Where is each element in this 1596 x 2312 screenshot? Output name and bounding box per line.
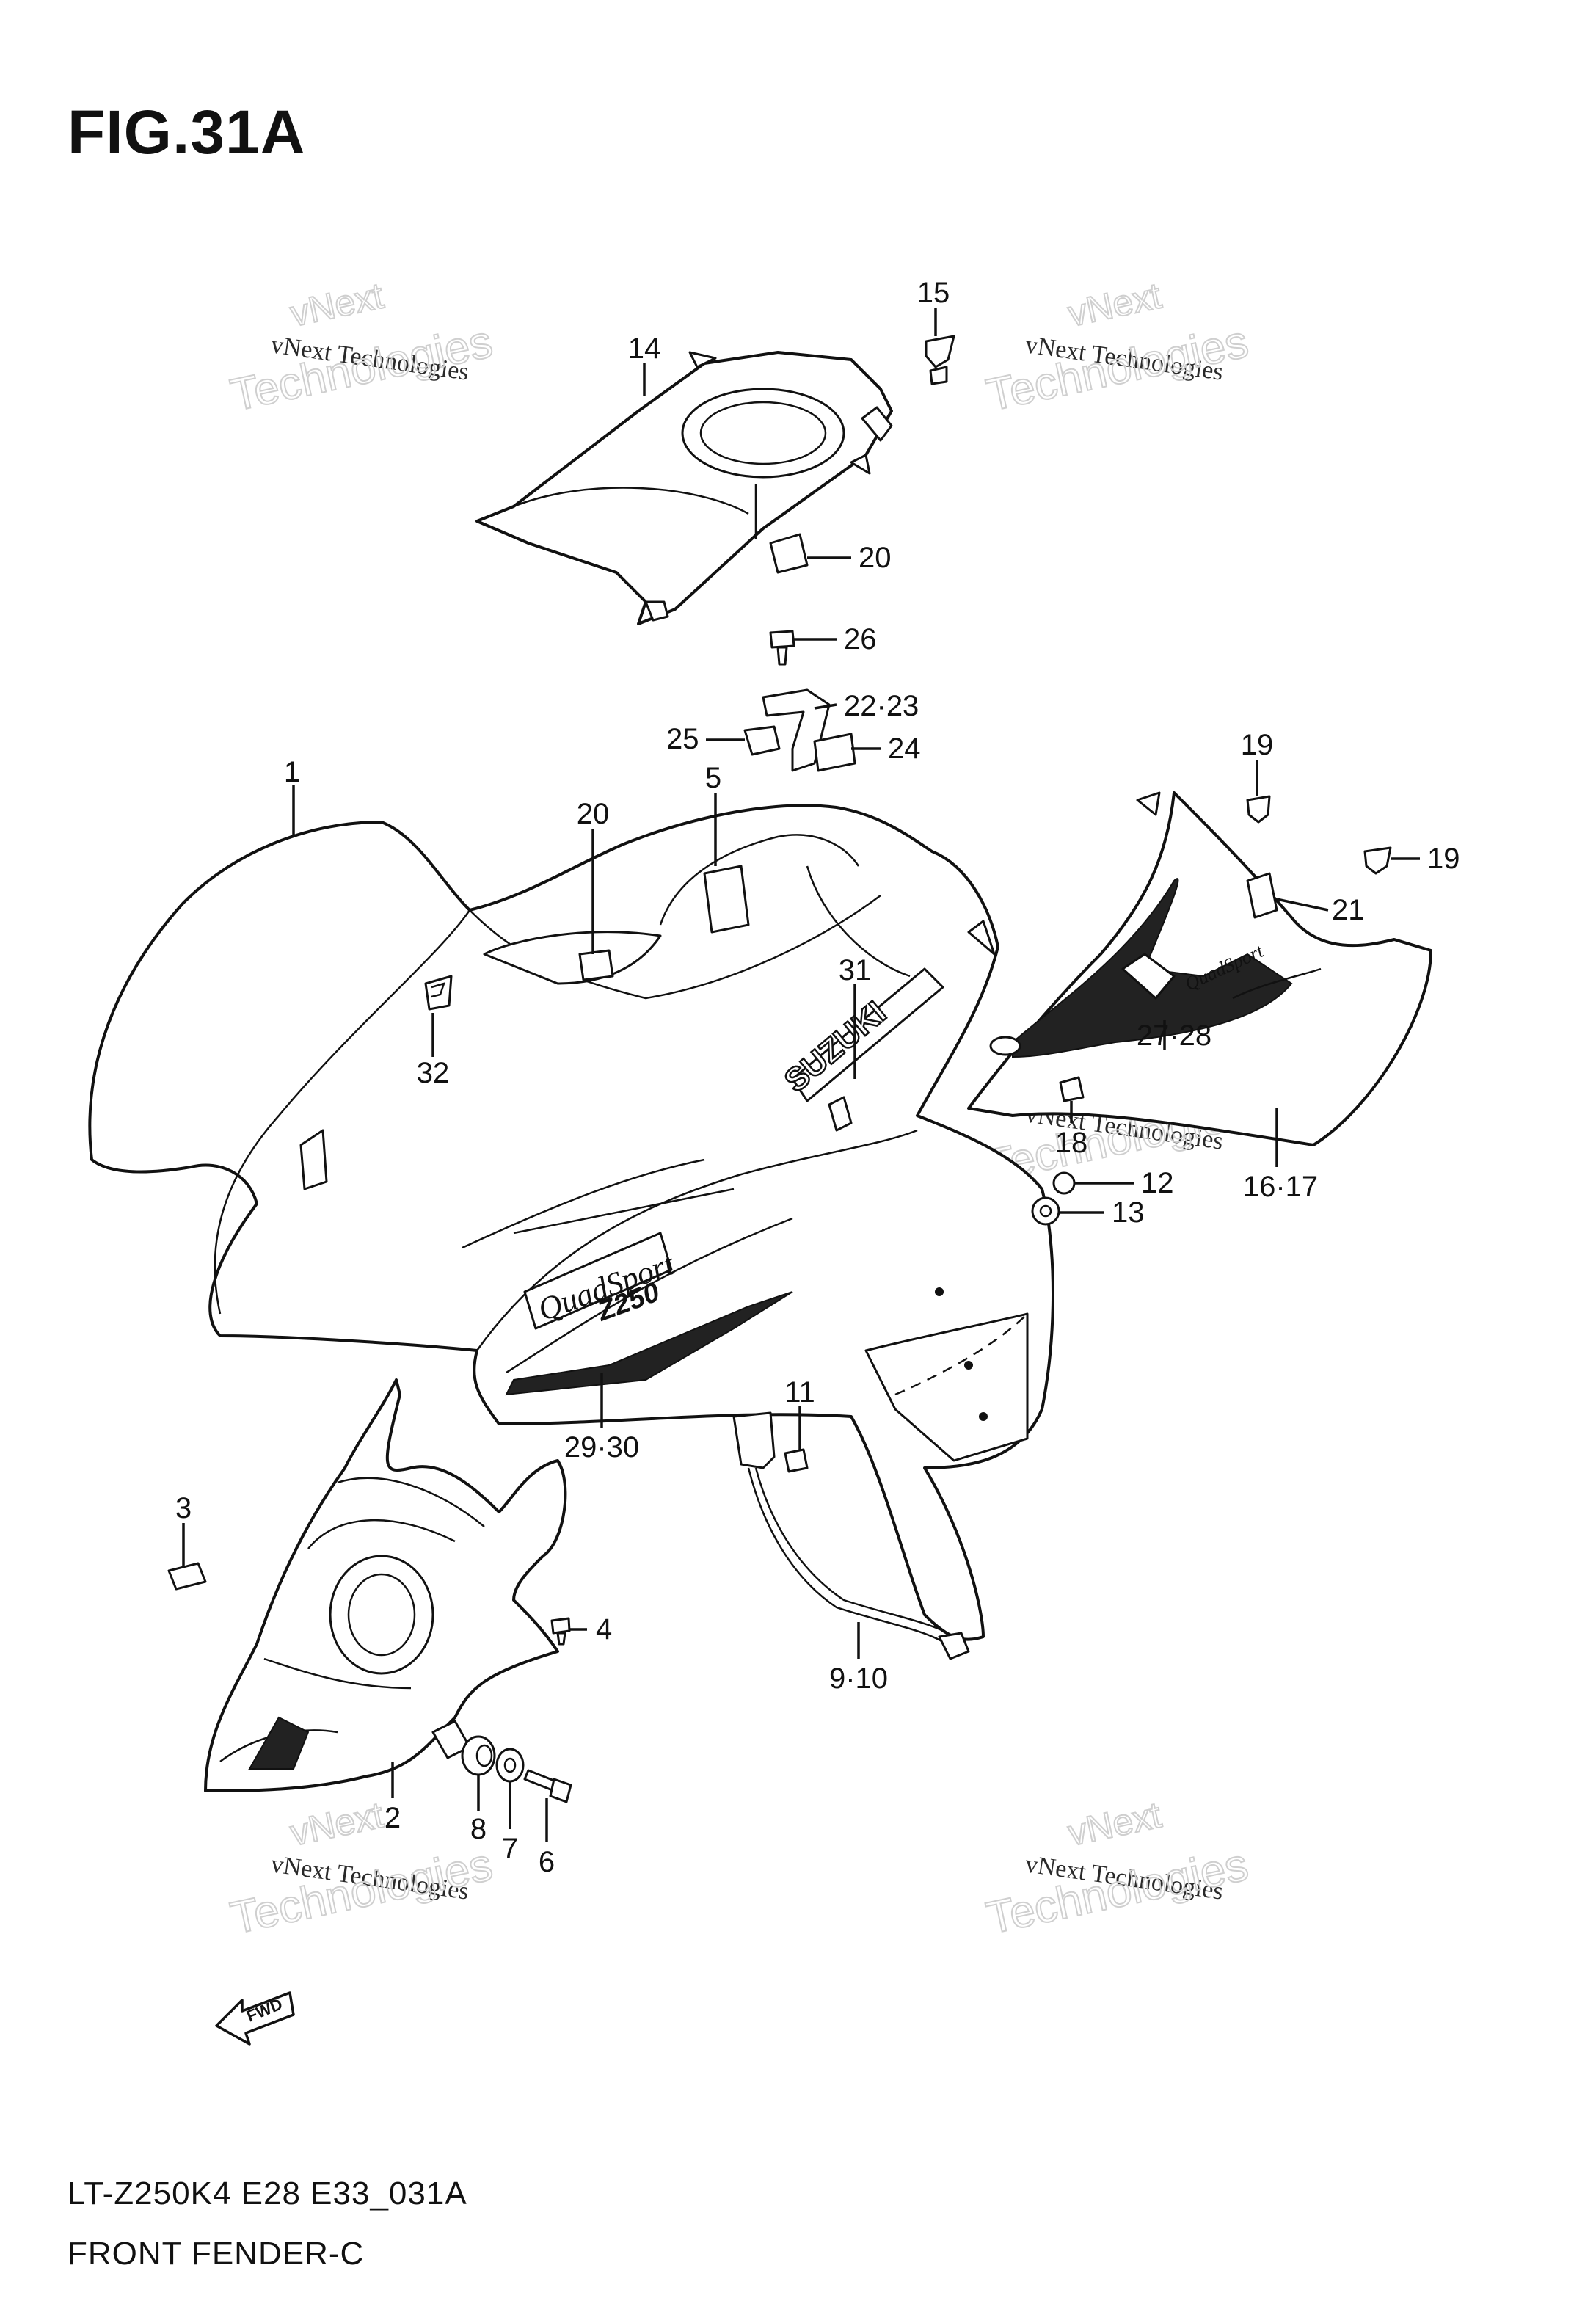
callout-16-17: 16·17	[1243, 1171, 1318, 1203]
callout-6: 6	[539, 1846, 555, 1878]
part-18-grommet	[1059, 1076, 1085, 1102]
part-9-10-stay	[732, 1411, 970, 1660]
callout-13: 13	[1112, 1196, 1145, 1229]
callout-27-28: 27·28	[1137, 1019, 1211, 1052]
part-20-pad-top	[769, 533, 809, 574]
watermark-vnext-text: vNext	[1065, 1794, 1165, 1853]
part-4-screw	[550, 1617, 571, 1646]
watermark-bottom-right: vNext vNext Technologies Technologies	[982, 1793, 1253, 1944]
part-25-nut	[743, 725, 781, 756]
part-7-washer	[495, 1748, 525, 1783]
callout-11: 11	[784, 1376, 815, 1408]
part-19-clip-upper	[1246, 795, 1271, 824]
part-2-inner-fender	[204, 1378, 567, 1792]
callout-1: 1	[284, 756, 300, 788]
part-21-pad	[1246, 872, 1278, 919]
callout-5: 5	[705, 762, 721, 794]
watermark-big-text: Technologies	[227, 316, 497, 421]
watermark-bottom-left: vNext vNext Technologies Technologies	[226, 1793, 498, 1944]
callout-20-top: 20	[859, 542, 892, 574]
callout-7: 7	[502, 1833, 518, 1865]
callout-21: 21	[1332, 894, 1365, 926]
part-32-s-emblem	[424, 975, 453, 1011]
part-24-pad	[813, 733, 856, 772]
callout-18: 18	[1055, 1127, 1088, 1159]
callout-25: 25	[666, 723, 699, 755]
watermark-vnext-text: vNext	[287, 275, 387, 334]
fwd-arrow-icon: FWD	[215, 1991, 295, 2046]
callout-2: 2	[385, 1802, 401, 1834]
diagram-name-label: FRONT FENDER-C	[68, 2236, 365, 2272]
callout-9-10: 9·10	[829, 1662, 888, 1695]
watermark-vnext-text: vNext	[287, 1794, 387, 1853]
watermark-big-text: Technologies	[227, 1839, 497, 1944]
callout-32: 32	[417, 1057, 450, 1089]
part-14-top-cover	[475, 351, 893, 625]
part-15-clip	[925, 335, 955, 385]
callout-14: 14	[628, 332, 661, 365]
part-11-bolt	[784, 1448, 809, 1473]
part-26-bolt	[769, 630, 795, 666]
part-12-nut	[1052, 1171, 1076, 1195]
callout-24: 24	[888, 733, 921, 765]
part-8-cushion	[461, 1735, 496, 1776]
callout-29-30: 29·30	[564, 1431, 639, 1464]
part-1-front-fender	[88, 804, 1054, 1641]
watermark-big-text: Technologies	[983, 316, 1253, 421]
watermark-big-text: Technologies	[983, 1839, 1253, 1944]
callout-31: 31	[839, 954, 872, 986]
callout-22-23: 22·23	[844, 690, 919, 722]
callout-3: 3	[175, 1492, 192, 1524]
callout-8: 8	[470, 1813, 487, 1845]
callout-4: 4	[596, 1613, 612, 1646]
part-6-bolt	[523, 1769, 572, 1803]
watermark-vnext-text: vNext	[1065, 275, 1165, 334]
callout-19-upper: 19	[1241, 729, 1274, 761]
part-19-clip-right	[1363, 846, 1392, 875]
part-16-17-side-panel: QuadSport	[967, 791, 1432, 1146]
leader-lines	[182, 308, 1420, 1842]
part-3-clip	[167, 1562, 207, 1591]
callout-26: 26	[844, 623, 877, 655]
watermark-top-left: vNext vNext Technologies Technologies	[226, 274, 498, 421]
callout-12: 12	[1141, 1167, 1174, 1199]
figure-title: FIG.31A	[68, 98, 306, 167]
model-code-label: LT-Z250K4 E28 E33_031A	[68, 2175, 467, 2211]
callout-15: 15	[917, 277, 950, 309]
callout-19-right: 19	[1427, 843, 1460, 875]
watermark-top-right: vNext vNext Technologies Technologies	[982, 274, 1253, 421]
callout-labels: 1 2 3 4 5 6 7 8 9·10 11 12 13 14 15 16·1…	[175, 277, 1460, 1878]
callout-20-fender: 20	[577, 798, 610, 830]
part-22-23-bracket	[762, 688, 831, 772]
part-13-washer	[1031, 1196, 1060, 1226]
